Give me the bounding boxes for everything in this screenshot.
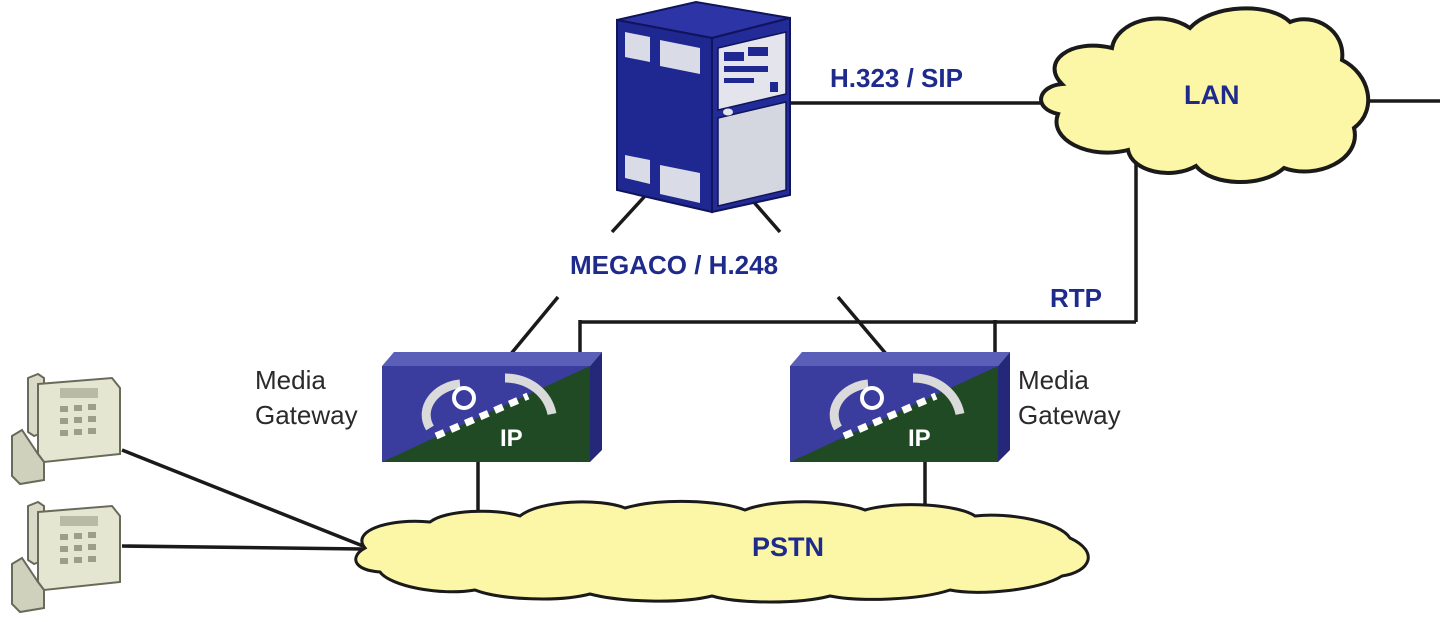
lan-cloud (1039, 6, 1371, 185)
gateway-right-label-line1: Media (1018, 365, 1089, 395)
link-megaco-gw-right (836, 295, 889, 357)
connection-lines (121, 99, 1440, 551)
pstn-label: PSTN (752, 532, 824, 562)
gateway-right-ip-label: IP (908, 425, 931, 452)
protocol-label-rtp: RTP (1050, 283, 1102, 313)
link-server-megaco-left (610, 194, 647, 234)
media-gateway-left-icon (382, 352, 602, 462)
link-server-megaco-right (750, 198, 782, 234)
telephone-icon (11, 372, 121, 486)
telephone-icon (11, 500, 121, 614)
protocol-label-h323-sip: H.323 / SIP (830, 63, 963, 93)
media-gateway-right-icon (790, 352, 1010, 462)
gateway-left-label-line1: Media (255, 365, 326, 395)
link-phone-top-pstn (121, 448, 369, 550)
link-megaco-gw-left (508, 295, 560, 357)
lan-label: LAN (1184, 80, 1240, 110)
pstn-cloud (354, 499, 1090, 604)
link-phone-bottom-pstn (121, 544, 363, 551)
gateway-right-label-line2: Gateway (1018, 400, 1121, 430)
server-icon (616, 0, 791, 214)
gateway-left-label-line2: Gateway (255, 400, 358, 430)
gateway-left-ip-label: IP (500, 425, 523, 452)
protocol-label-megaco: MEGACO / H.248 (570, 250, 778, 280)
